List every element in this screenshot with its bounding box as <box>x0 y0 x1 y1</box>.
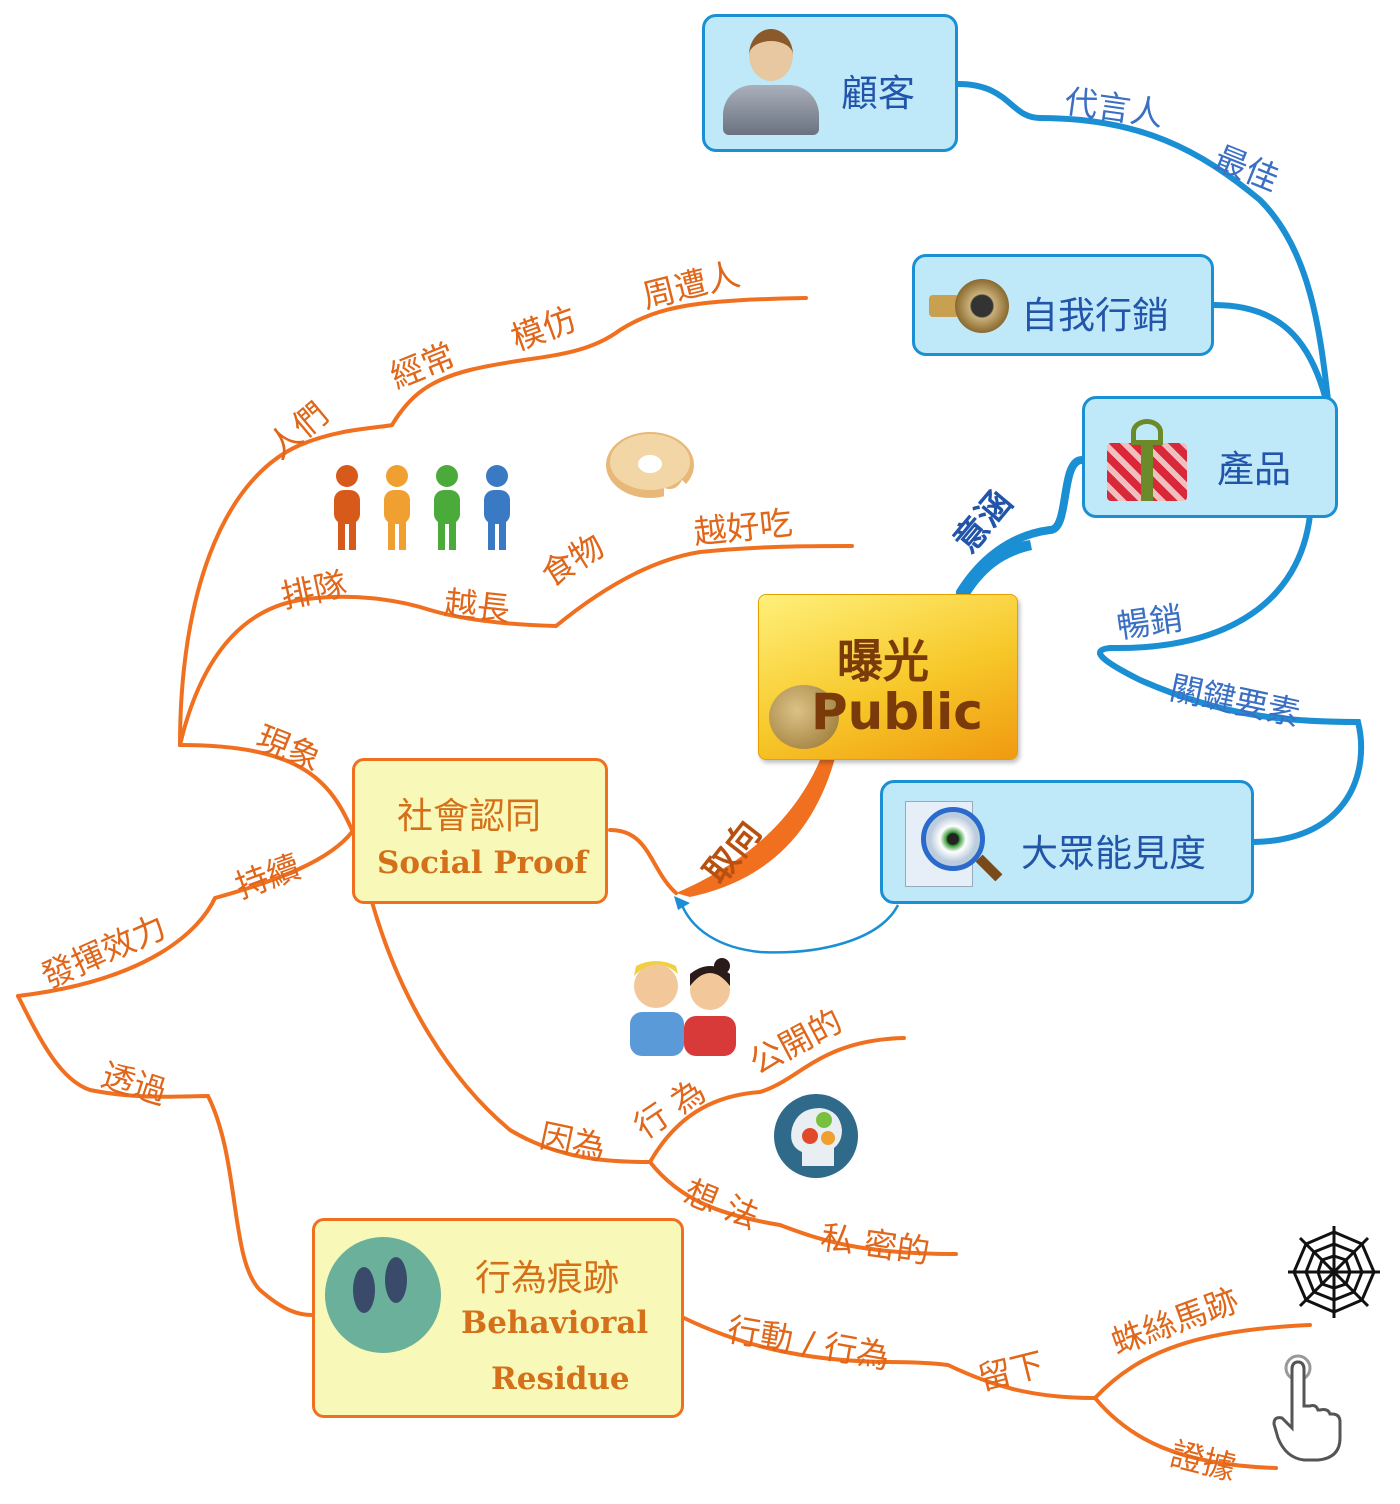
connector-traces <box>1093 1323 1312 1400</box>
visibility-label: 大眾能見度 <box>1021 832 1206 875</box>
social-proof-title: 社會認同 <box>397 796 542 837</box>
node-social-proof[interactable]: 社會認同 Social Proof <box>352 758 608 904</box>
node-product[interactable]: 產品 <box>1082 396 1338 518</box>
connector-behavior <box>648 1036 906 1164</box>
gift-icon <box>1101 413 1193 505</box>
tastier-label: 越好吃 <box>691 502 795 553</box>
spiderweb-icon <box>1286 1224 1382 1320</box>
product-label: 產品 <box>1217 448 1291 491</box>
connector-socialproof-right <box>608 828 678 895</box>
connector-orientation <box>676 758 835 897</box>
connector-thought <box>648 1160 958 1256</box>
bestselling-label: 暢銷 <box>1114 598 1186 647</box>
megaphone-icon <box>929 275 1009 337</box>
connector-action <box>682 1316 1097 1400</box>
connector-queue <box>178 544 854 747</box>
connector-through <box>16 994 314 1317</box>
people-queue-icon <box>322 462 528 552</box>
longer-label: 越長 <box>442 583 512 629</box>
behavioral-residue-subtitle-2: Residue <box>491 1361 630 1397</box>
center-subtitle: Public <box>811 683 983 741</box>
social-proof-subtitle: Social Proof <box>377 845 588 881</box>
footprints-icon <box>325 1237 441 1353</box>
node-customer[interactable]: 顧客 <box>702 14 958 152</box>
connector-people <box>178 296 808 747</box>
connector-center-meaning <box>955 540 1032 598</box>
connector-sustain <box>16 830 354 998</box>
self-marketing-label: 自我行銷 <box>1021 294 1169 337</box>
connector-customer-product <box>955 81 1331 403</box>
head-gears-icon <box>774 1094 858 1178</box>
node-behavioral-residue[interactable]: 行為痕跡 Behavioral Residue <box>312 1218 684 1418</box>
connector-selfmarketing-product <box>1211 302 1329 403</box>
lightbulb-icon <box>769 685 839 749</box>
connector-product-visibility <box>1097 512 1365 845</box>
donut-icon <box>604 430 696 500</box>
arrow-head <box>674 896 690 910</box>
node-self-marketing[interactable]: 自我行銷 <box>912 254 1214 356</box>
connector-evidence <box>1093 1396 1278 1470</box>
center-title: 曝光 <box>837 634 929 688</box>
behavioral-residue-title: 行為痕跡 <box>475 1258 620 1299</box>
node-visibility[interactable]: 大眾能見度 <box>880 780 1254 904</box>
center-node-public[interactable]: 曝光 Public <box>758 594 1018 760</box>
connector-visibility-arrow <box>678 899 900 954</box>
connector-because <box>370 900 652 1164</box>
behavioral-residue-subtitle-1: Behavioral <box>461 1305 649 1341</box>
connector-phenomenon <box>178 743 354 832</box>
person-icon <box>723 29 819 139</box>
customer-label: 顧客 <box>841 72 915 115</box>
magnifier-eye-icon <box>905 797 1003 893</box>
pointer-hand-icon <box>1272 1354 1348 1464</box>
couple-icon <box>626 956 742 1056</box>
